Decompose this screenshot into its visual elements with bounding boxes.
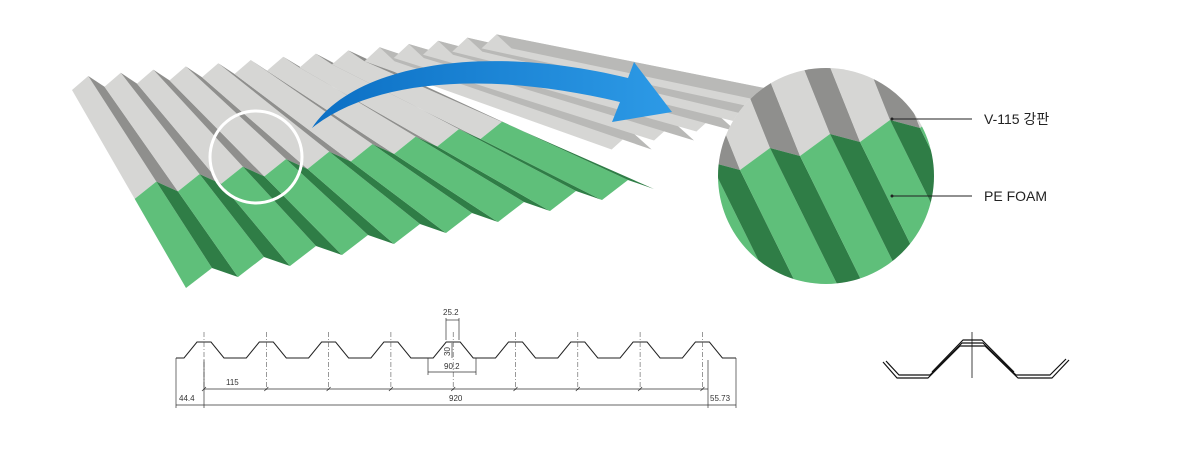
zoom-foam-face (800, 134, 900, 284)
foam-rib-face (394, 136, 524, 222)
zoom-foam-face (718, 162, 810, 284)
pitch-tick (575, 386, 581, 392)
foam-rib-face (134, 181, 212, 288)
zoom-foam-face (830, 134, 930, 284)
steel-rib-face (234, 60, 373, 162)
foam-rib-face (156, 181, 238, 277)
pitch-tick (326, 386, 331, 392)
pe-foam-layer (134, 121, 654, 288)
zoom-arrow (312, 61, 672, 128)
zoom-steel-face (760, 68, 830, 156)
dim-top-width: 25.2 (443, 308, 459, 317)
foam-rib-face (480, 121, 628, 200)
dim-pitch: 115 (226, 378, 239, 387)
foam-rib-face (285, 159, 394, 244)
steel-rib-face (185, 66, 308, 169)
steel-rib-face (218, 63, 351, 162)
rib-dimensions (427, 318, 477, 375)
zoom-foam-face (740, 148, 840, 284)
zoom-foam-face (718, 176, 720, 284)
zoom-foam-face (860, 120, 934, 284)
foam-rib-face (307, 151, 420, 244)
dim-bottom-width: 90.2 (444, 362, 460, 371)
pitch-tick (637, 386, 643, 392)
callout-foam: PE FOAM (890, 188, 1047, 204)
zoom-steel-face (1000, 0, 1070, 100)
pitch-tick (201, 386, 207, 392)
foam-rib-face (437, 129, 576, 211)
zoom-steel-face (940, 0, 1010, 114)
steel-rib-face (88, 76, 178, 192)
pitch-tick (700, 386, 705, 392)
dim-right-edge: 55.73 (710, 394, 731, 403)
foam-rib-face (177, 174, 264, 277)
pitch-tick (513, 386, 518, 392)
zoom-steel-face (790, 68, 860, 142)
steel-rib-face (120, 72, 222, 184)
steel-rib-face (496, 34, 822, 114)
label-foam: PE FOAM (984, 188, 1047, 204)
zoom-foam-face (1040, 78, 1140, 242)
zoom-steel-face (1030, 0, 1100, 86)
steel-rib-face (104, 72, 200, 192)
zoom-steel-face (820, 68, 890, 142)
steel-rib-face (153, 69, 265, 177)
steel-rib-face (332, 50, 503, 139)
pitch-tick (264, 386, 269, 392)
foam-rib-face (350, 144, 472, 233)
foam-rib-face (372, 144, 498, 222)
foam-rib-face (458, 129, 602, 200)
pitch-tick (450, 386, 456, 392)
steel-rib-face (72, 76, 157, 199)
label-steel: V-115 강판 (984, 111, 1049, 127)
dim-height: 30 (443, 347, 452, 356)
steel-rib-face (202, 63, 330, 169)
foam-rib-face (264, 159, 368, 255)
zoom-steel-face (970, 0, 1040, 100)
zoom-foam-face (770, 148, 870, 284)
dim-left-edge: 44.4 (179, 394, 195, 403)
overall-dimensions (175, 358, 737, 408)
foam-rib-face (415, 136, 550, 211)
zoom-highlight-circle (208, 109, 304, 205)
profile-outline (176, 341, 736, 359)
foam-rib-face (242, 166, 342, 255)
foam-rib-face (329, 151, 446, 233)
pitch-ticks (201, 386, 705, 392)
cross-section-drawing: 25.2 30 90.2 115 44.4 920 55.73 (175, 308, 737, 408)
steel-rib-face (137, 69, 243, 184)
pitch-tick (388, 386, 394, 392)
foam-rib-face (221, 166, 316, 266)
zoom-detail (718, 0, 1170, 284)
zoom-foam-face (890, 120, 934, 270)
zoom-foam-face (1070, 78, 1170, 228)
profile-polyline (176, 341, 736, 359)
zoom-steel-face (910, 68, 934, 114)
foam-rib-face (199, 174, 290, 266)
dim-total-width: 920 (449, 394, 463, 403)
callout-steel: V-115 강판 (890, 111, 1049, 127)
rib-layer-profile (882, 332, 1070, 379)
steel-rib-face (299, 53, 459, 147)
zoom-foam-face (950, 106, 1050, 256)
